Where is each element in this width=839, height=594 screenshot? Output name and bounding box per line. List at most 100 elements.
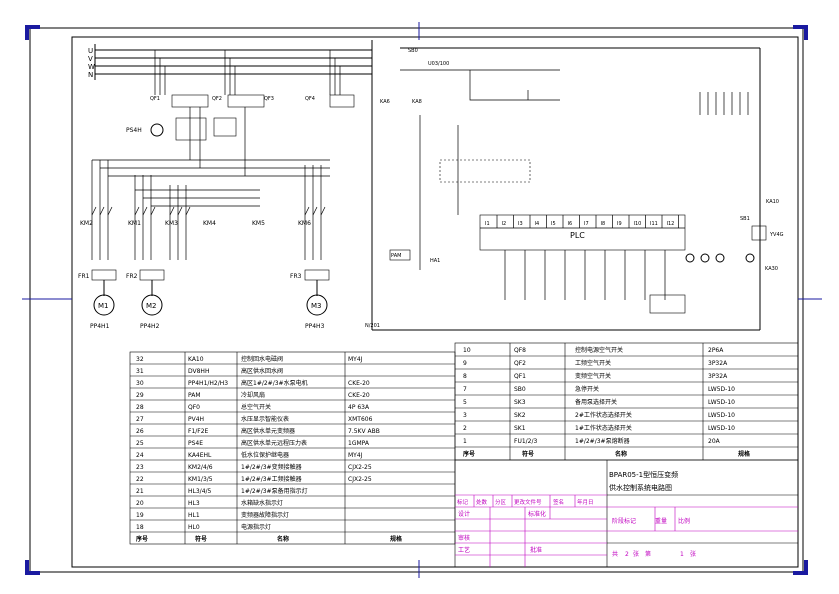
plc-input-label: I4 (535, 221, 540, 227)
fr3-label: FR3 (290, 273, 302, 280)
qf2-label: QF2 (212, 96, 222, 102)
title-block: BPAR05-1型恒压变频 供水控制系统电路图 标记处数分区更改文件号签名年月日… (454, 459, 799, 568)
part-number: 32 (136, 356, 144, 363)
table-header-no: 序号 (135, 535, 148, 543)
part-name: 水箱缺水指示灯 (241, 499, 283, 507)
part-code: SK2 (514, 412, 526, 419)
part-number: 20 (136, 500, 144, 507)
qf1-label: QF1 (150, 96, 160, 102)
breaker-group: QF1 QF2 QF3 QF4 (150, 50, 355, 108)
part-code: KA10 (188, 356, 204, 363)
plc-input-label: I7 (584, 221, 589, 227)
part-spec: CKE-20 (348, 392, 370, 399)
part-number: 9 (463, 360, 467, 367)
part-spec: CJX2-25 (348, 476, 372, 483)
plc-input-label: I8 (601, 221, 606, 227)
part-spec: XMT606 (348, 416, 373, 423)
part-code: QF0 (188, 404, 200, 411)
part-code: KA4EHL (188, 452, 212, 459)
plc-input-label: I6 (568, 221, 573, 227)
table-header-spec: 规格 (390, 535, 403, 543)
part-number: 22 (136, 476, 144, 483)
contactor-km4: KM4 (203, 220, 216, 227)
part-number: 31 (136, 368, 144, 375)
part-number: 7 (463, 386, 467, 393)
part-name: 1#/2#/3#泵备用指示灯 (241, 487, 308, 495)
process-label: 工艺 (458, 546, 470, 554)
qf3-label: QF3 (264, 96, 274, 102)
part-code: QF8 (514, 347, 526, 354)
plc-input-label: I1 (485, 221, 490, 227)
table-header-code: 符号 (522, 450, 534, 458)
part-spec: 3P32A (708, 360, 728, 367)
drawing-title-2: 供水控制系统电路图 (609, 483, 672, 492)
part-name: 1#/2#/3#变频接触器 (241, 463, 302, 471)
ka30-label: KA30 (765, 266, 778, 272)
part-number: 25 (136, 440, 144, 447)
corner-marks (25, 25, 808, 575)
part-code: DV8HH (188, 368, 209, 375)
plc-label: PLC (570, 231, 585, 240)
part-number: 24 (136, 452, 144, 459)
part-code: KM2/4/6 (188, 464, 213, 471)
center-marks (22, 22, 822, 578)
sheets-total-unit: 张 (633, 550, 639, 558)
table-header-name: 名称 (615, 450, 627, 458)
bus-label-v: V (88, 55, 93, 63)
part-code: PAM (188, 392, 201, 399)
part-number: 19 (136, 512, 144, 519)
part-code: KM1/3/5 (188, 476, 213, 483)
motor-m3-label: M3 (311, 302, 322, 310)
sheet-no-number: 1 (680, 551, 684, 558)
bus-label-w: W (88, 63, 95, 71)
fr2-label: FR2 (126, 273, 138, 280)
part-spec: 2P6A (708, 347, 724, 354)
part-name: 1#工作状态选择开关 (575, 424, 632, 432)
part-number: 26 (136, 428, 144, 435)
part-code: SK1 (514, 425, 526, 432)
plc-input-label: I12 (667, 221, 675, 227)
part-number: 2 (463, 425, 467, 432)
part-name: 电源指示灯 (241, 523, 271, 531)
part-name: 2#工作状态选择开关 (575, 411, 632, 419)
bus-label-u: U (88, 47, 93, 55)
table-header-code: 符号 (195, 535, 207, 543)
part-spec: LW5D-10 (708, 412, 735, 419)
part-name: 高区1#/2#/3#水泵电机 (241, 379, 308, 387)
fuse-label: SB0 (408, 48, 418, 54)
part-code: SB0 (514, 386, 526, 393)
power-drops (91, 107, 330, 260)
standard-label: 标准化 (528, 510, 546, 518)
motor-m3: M3 PP4H3 (305, 280, 328, 330)
part-name: 工频空气开关 (575, 359, 611, 367)
part-name: 变频空气开关 (575, 372, 611, 380)
part-number: 18 (136, 524, 144, 531)
part-spec: MY4J (348, 356, 363, 363)
sb1-label: SB1 (740, 216, 750, 222)
part-name: 低水位保护继电器 (241, 451, 289, 459)
ka10-label: KA10 (766, 199, 779, 205)
part-code: QF1 (514, 373, 526, 380)
part-number: 27 (136, 416, 144, 423)
motor-m2-pump: PP4H2 (140, 323, 160, 330)
weight-label: 重量 (655, 517, 667, 525)
part-number: 3 (463, 412, 467, 419)
sheets-total-word: 共 (612, 550, 618, 558)
plc-input-label: I11 (650, 221, 658, 227)
part-code: SK3 (514, 399, 526, 406)
contactor-row: KM2 KM1 KM3 KM4 KM5 KM6 (80, 206, 326, 227)
motor-m1-pump: PP4H1 (90, 323, 110, 330)
part-name: 1#/2#/3#工频接触器 (241, 475, 302, 483)
contactor-km6: KM6 (298, 220, 311, 227)
motor-m3-pump: PP4H3 (305, 323, 325, 330)
control-circuit: SB0 U03/100 KA6 KA8 PAM N/201 (365, 40, 761, 331)
part-code: QF2 (514, 360, 526, 367)
part-number: 23 (136, 464, 144, 471)
part-code: HL0 (188, 524, 200, 531)
scale-label: 比例 (678, 517, 690, 525)
part-spec: 3P32A (708, 373, 728, 380)
power-bus: U V W N (88, 44, 372, 80)
